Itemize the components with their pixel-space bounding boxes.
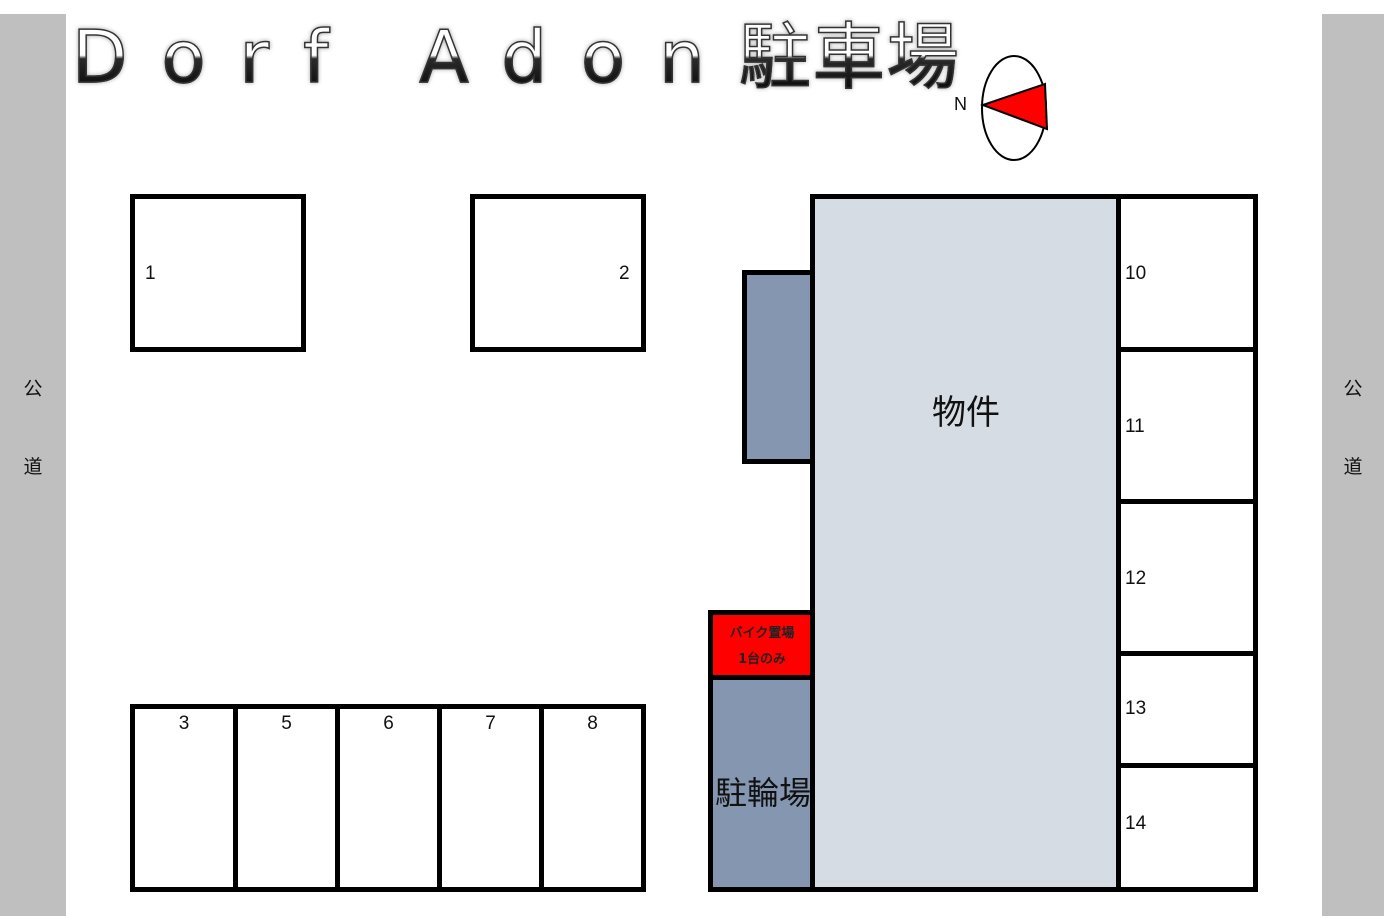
parking-stall-13[interactable]: 13 (1116, 651, 1258, 768)
road-label-char: 道 (1343, 456, 1363, 478)
parking-stall-14[interactable]: 14 (1116, 763, 1258, 892)
stall-number: 6 (383, 713, 394, 734)
parking-stall-2[interactable]: 2 (470, 194, 646, 352)
bicycle-parking[interactable]: 駐輪場 (708, 675, 816, 892)
compass-arrow-icon (980, 55, 1049, 161)
parking-stall-8[interactable]: 8 (539, 704, 646, 892)
parking-stall-3[interactable]: 3 (130, 704, 238, 892)
public-road-right: 公 道 (1322, 14, 1384, 916)
stall-number: 3 (178, 713, 190, 734)
stall-number: 14 (1125, 813, 1147, 834)
motorbike-parking[interactable]: バイク置場 1台のみ (708, 610, 816, 680)
road-label-char: 公 (1343, 378, 1363, 400)
stall-number: 12 (1125, 568, 1147, 589)
stall-number: 5 (281, 713, 292, 734)
compass: N (950, 52, 1060, 167)
parking-stall-5[interactable]: 5 (233, 704, 340, 892)
parking-stall-10[interactable]: 10 (1116, 194, 1258, 352)
stall-number: 10 (1125, 263, 1147, 284)
title-latin: Dorf Adon (71, 14, 739, 100)
building-annex (742, 270, 816, 464)
stall-number: 1 (145, 263, 156, 284)
parking-stall-7[interactable]: 7 (437, 704, 544, 892)
parking-stall-1[interactable]: 1 (130, 194, 306, 352)
parking-stall-12[interactable]: 12 (1116, 499, 1258, 656)
building-label: 物件 (932, 393, 1000, 433)
bicycle-parking-label: 駐輪場 (714, 774, 811, 812)
bike-parking-label: バイク置場 (729, 626, 795, 641)
parking-stall-11[interactable]: 11 (1116, 347, 1258, 504)
title-kanji: 駐車場 (738, 14, 961, 100)
stall-number: 13 (1125, 698, 1147, 719)
compass-north-label: N (954, 94, 967, 114)
stall-number: 2 (619, 263, 630, 284)
building: 物件 (810, 194, 1122, 892)
stall-number: 8 (587, 713, 598, 734)
road-label-char: 道 (23, 456, 43, 478)
road-label-char: 公 (23, 378, 43, 400)
stall-number: 7 (485, 713, 496, 734)
parking-stall-6[interactable]: 6 (335, 704, 442, 892)
bike-parking-note: 1台のみ (737, 652, 787, 667)
public-road-left: 公 道 (0, 14, 66, 916)
stall-number: 11 (1125, 416, 1145, 437)
page-title: Dorf Adon駐車場 (71, 14, 961, 100)
